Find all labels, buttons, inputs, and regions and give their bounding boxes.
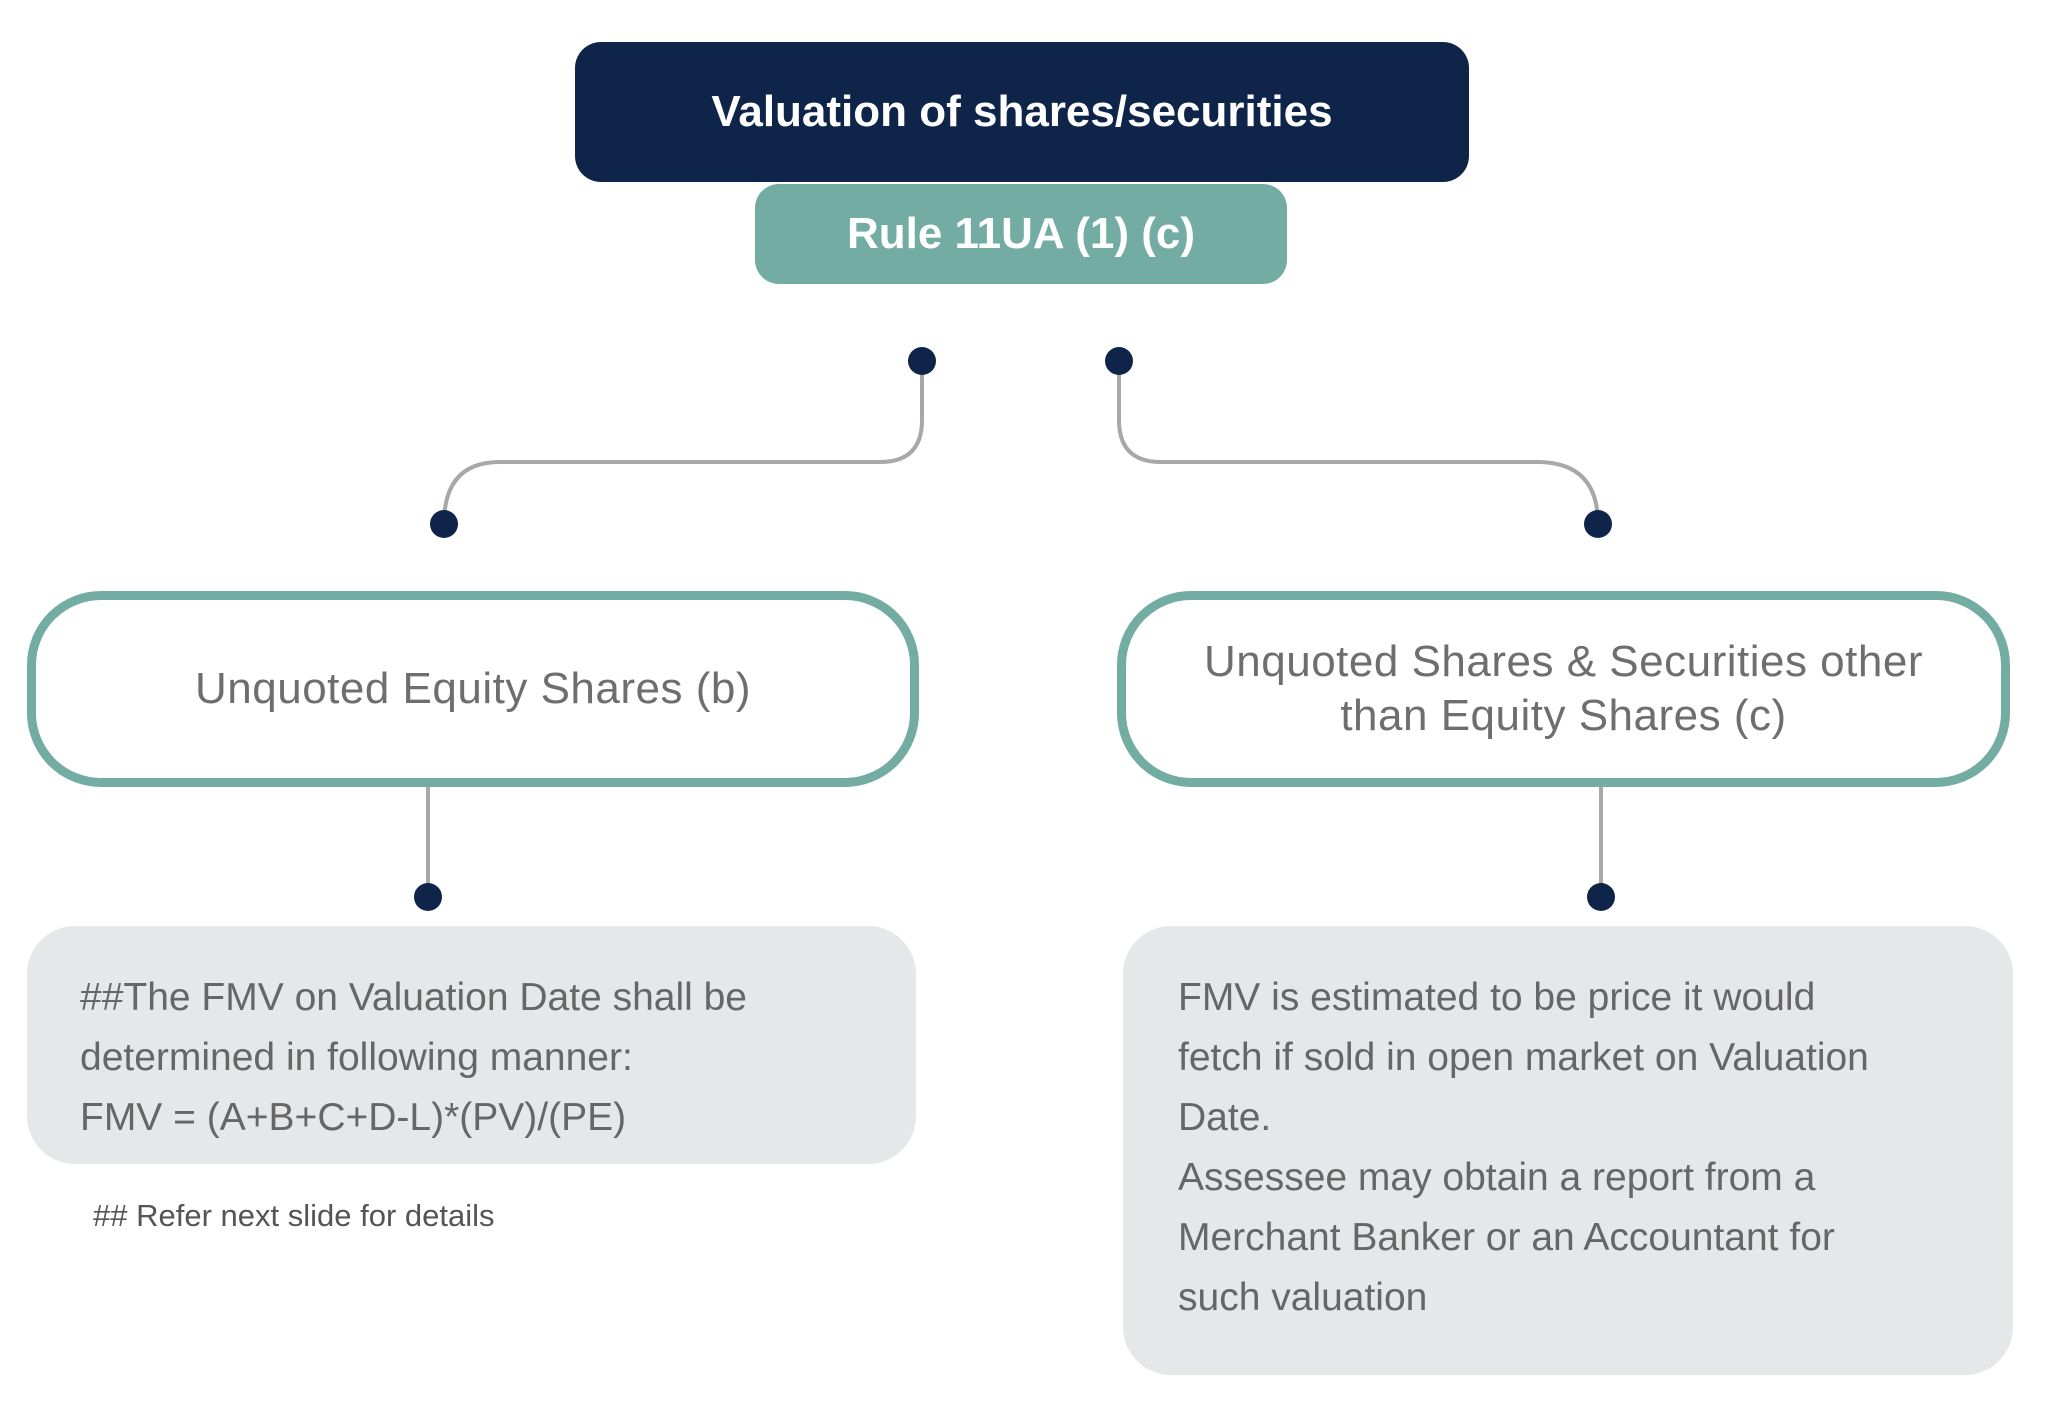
connector-dot-bottom-left bbox=[414, 883, 442, 911]
connector-right-branch bbox=[1117, 362, 1600, 525]
right-description-line: FMV is estimated to be price it would bbox=[1178, 976, 1816, 1019]
left-description-box: ##The FMV on Valuation Date shall be det… bbox=[27, 926, 916, 1164]
right-description-line: fetch if sold in open market on Valuatio… bbox=[1178, 1036, 1869, 1079]
connector-dot-mid-right bbox=[1584, 510, 1612, 538]
rule-box: Rule 11UA (1) (c) bbox=[755, 184, 1287, 284]
right-description-box: FMV is estimated to be price it would fe… bbox=[1123, 926, 2013, 1375]
right-description-line: such valuation bbox=[1178, 1276, 1428, 1319]
connector-dot-bottom-right bbox=[1587, 883, 1615, 911]
right-description-line: Assessee may obtain a report from a bbox=[1178, 1156, 1816, 1199]
right-description-line: Date. bbox=[1178, 1096, 1272, 1139]
connector-dot-top-right bbox=[1105, 347, 1133, 375]
title-box: Valuation of shares/securities bbox=[575, 42, 1469, 182]
left-category-heading: Unquoted Equity Shares (b) bbox=[195, 664, 751, 713]
title-text: Valuation of shares/securities bbox=[711, 87, 1333, 136]
right-description-line: Merchant Banker or an Accountant for bbox=[1178, 1216, 1835, 1259]
connector-dot-mid-left bbox=[430, 510, 458, 538]
left-category-box: Unquoted Equity Shares (b) bbox=[27, 591, 919, 787]
left-description-formula: FMV = (A+B+C+D-L)*(PV)/(PE) bbox=[80, 1096, 627, 1139]
connector-dot-top-left bbox=[908, 347, 936, 375]
right-category-box: Unquoted Shares & Securities other than … bbox=[1117, 591, 2010, 787]
left-description-line: ##The FMV on Valuation Date shall be bbox=[80, 976, 747, 1019]
right-category-heading: Unquoted Shares & Securities other than … bbox=[1204, 637, 1923, 740]
left-description-line: determined in following manner: bbox=[80, 1036, 633, 1079]
footnote: ## Refer next slide for details bbox=[93, 1198, 495, 1233]
connector-left-branch bbox=[442, 362, 924, 525]
rule-text: Rule 11UA (1) (c) bbox=[846, 209, 1195, 258]
